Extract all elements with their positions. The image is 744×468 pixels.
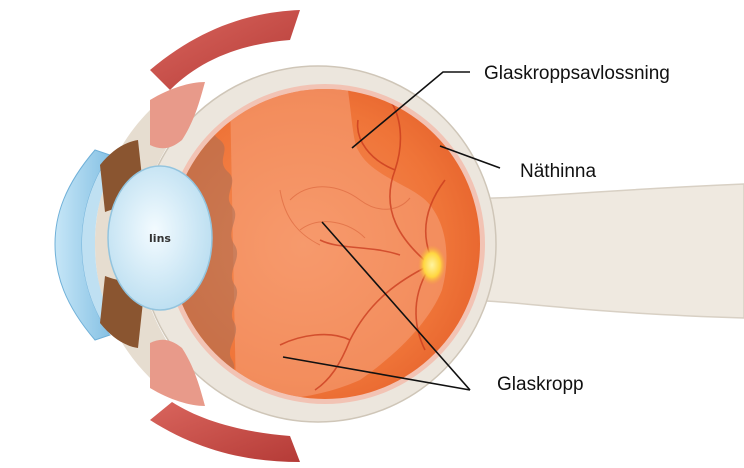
optic-nerve [455, 184, 744, 318]
label-retina: Näthinna [520, 161, 596, 182]
label-detachment: Glaskroppsavlossning [484, 63, 670, 84]
label-vitreous: Glaskropp [497, 374, 584, 395]
macula [418, 245, 446, 285]
lens-label: lins [149, 232, 171, 245]
